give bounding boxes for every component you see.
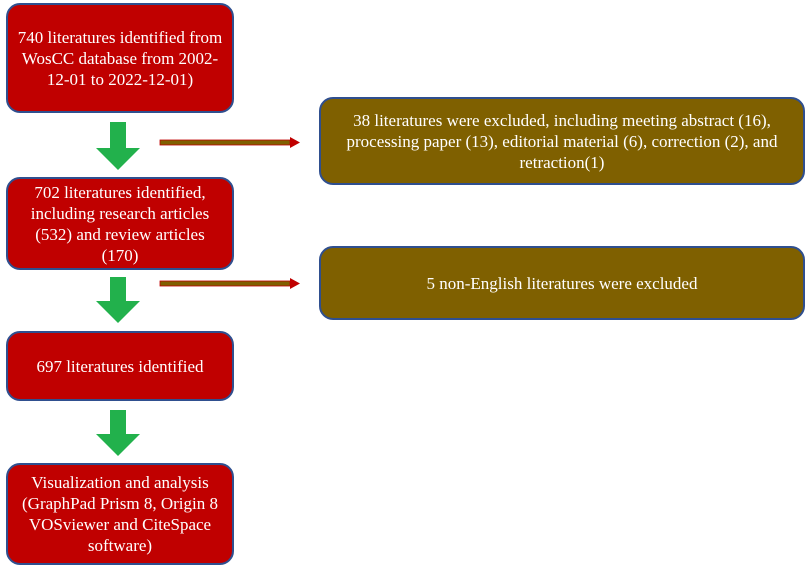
flow-box-identified-english-text: 697 literatures identified — [36, 356, 204, 376]
exclusion-box-non-english-text: 5 non-English literatures were excluded — [426, 273, 698, 293]
flow-box-identified-english: 697 literatures identified — [6, 331, 234, 401]
flow-box-analysis-text: Visualization and analysis (GraphPad Pri… — [22, 473, 218, 555]
flow-box-identified-articles-text: 702 literatures identified, including re… — [30, 182, 210, 265]
exclusion-box-non-english: 5 non-English literatures were excluded — [319, 246, 805, 320]
down-arrow-2 — [96, 277, 140, 323]
exclusion-box-document-types: 38 literatures were excluded, including … — [319, 97, 805, 185]
down-arrow-1 — [96, 122, 140, 170]
side-arrow-1 — [159, 137, 300, 148]
flow-box-analysis: Visualization and analysis (GraphPad Pri… — [6, 463, 234, 565]
flow-box-identified-wos-text: 740 literatures identified from WosCC da… — [17, 27, 223, 89]
side-arrow-2 — [159, 278, 300, 289]
exclusion-box-document-types-text: 38 literatures were excluded, including … — [346, 110, 778, 172]
flow-box-identified-articles: 702 literatures identified, including re… — [6, 177, 234, 270]
down-arrow-3 — [96, 410, 140, 456]
flow-box-identified-wos: 740 literatures identified from WosCC da… — [6, 3, 234, 113]
